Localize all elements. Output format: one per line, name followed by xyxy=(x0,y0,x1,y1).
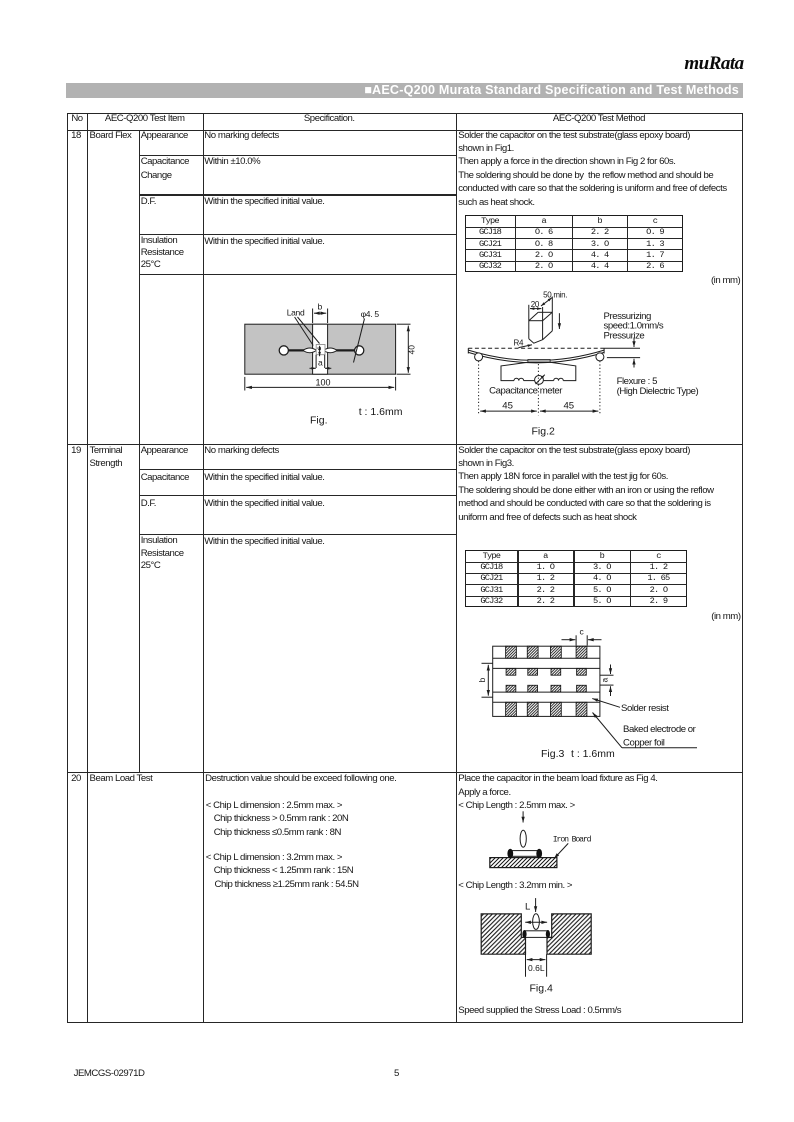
svg-text:t : 1.6mm: t : 1.6mm xyxy=(359,406,403,418)
svg-text:Copper foil: Copper foil xyxy=(623,738,665,749)
svg-text:50 min.: 50 min. xyxy=(543,291,567,300)
svg-text:100: 100 xyxy=(315,378,330,388)
svg-text:t : 1.6mm: t : 1.6mm xyxy=(571,748,615,760)
svg-text:c: c xyxy=(317,347,323,350)
svg-text:Flexure : 5: Flexure : 5 xyxy=(617,376,657,387)
svg-text:Land: Land xyxy=(287,308,305,318)
svg-text:45: 45 xyxy=(563,400,574,411)
svg-text:b: b xyxy=(477,678,487,683)
svg-text:45: 45 xyxy=(502,400,513,411)
svg-text:a: a xyxy=(318,358,323,368)
svg-text:speed:1.0mm/s: speed:1.0mm/s xyxy=(604,321,664,332)
svg-text:Capacitance meter: Capacitance meter xyxy=(489,386,563,397)
svg-text:a: a xyxy=(599,678,609,683)
svg-text:Fig.3: Fig.3 xyxy=(541,748,565,760)
svg-text:Solder resist: Solder resist xyxy=(621,703,669,714)
svg-text:Iron Board: Iron Board xyxy=(553,834,592,844)
svg-text:Fig.2: Fig.2 xyxy=(532,425,556,437)
svg-text:(High Dielectric Type): (High Dielectric Type) xyxy=(617,386,699,397)
svg-text:Pressurize: Pressurize xyxy=(604,330,645,341)
svg-text:L: L xyxy=(525,902,531,913)
svg-text:Fig.: Fig. xyxy=(310,414,328,426)
svg-text:Pressurizing: Pressurizing xyxy=(604,311,651,322)
svg-text:φ4. 5: φ4. 5 xyxy=(361,309,380,319)
svg-text:b: b xyxy=(318,302,323,312)
svg-text:0.6L: 0.6L xyxy=(528,963,545,973)
svg-text:40: 40 xyxy=(407,345,417,355)
svg-text:Fig.4: Fig.4 xyxy=(530,983,554,995)
svg-text:c: c xyxy=(579,627,584,637)
svg-text:R4: R4 xyxy=(514,339,524,348)
svg-text:20: 20 xyxy=(531,300,540,309)
svg-text:Baked electrode or: Baked electrode or xyxy=(623,724,697,735)
